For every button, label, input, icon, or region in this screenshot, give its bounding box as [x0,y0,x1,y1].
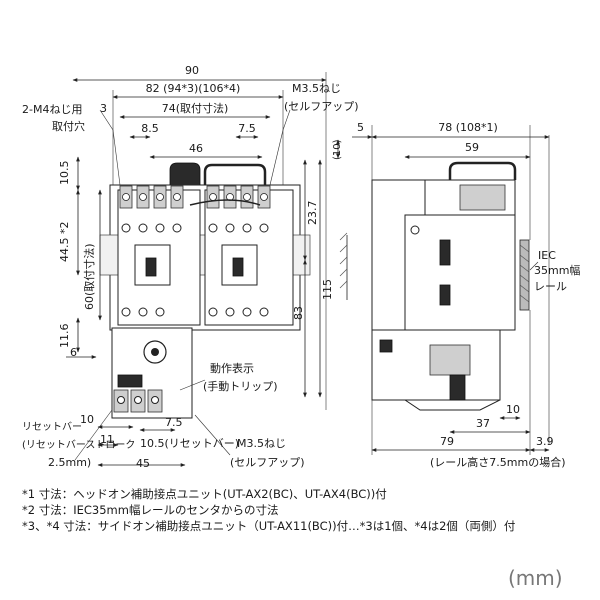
dim-10-5: 10.5 [58,161,71,186]
top-terminals [119,185,271,209]
dim-2-5: 2.5mm) [48,456,91,469]
dim-3-9: 3.9 [536,435,554,448]
mid-terminals [121,223,269,233]
side-dimension-labels: 78 (108*1) 59 5 10 37 79 3.9 (レール高さ7.5mm… [357,121,580,469]
dim-79: 79 [440,435,454,448]
dim-10-paren: (10) [332,139,343,160]
dim-10-side: 10 [506,403,520,416]
footnote-3: *3、*4 寸法：サイドオン補助接点ユニット（UT-AX11(BC))付…*3は… [22,519,515,533]
front-dimension-labels: 90 82 (94*3)(106*4) 3 74(取付寸法) 8.5 7.5 4… [22,64,359,470]
label-m4-screw-2: 取付穴 [52,119,85,133]
front-view [66,72,340,467]
dim-left-3: 3 [100,102,107,115]
dim-45: 45 [136,457,150,470]
label-rail-1: IEC [538,249,556,262]
interlock-wire-right [203,163,267,185]
dim-90: 90 [185,64,199,77]
label-action-2: (手動トリップ) [203,379,278,393]
dim-74: 74(取付寸法) [162,101,229,115]
dim-46: 46 [189,142,203,155]
dim-7-5-top: 7.5 [238,122,256,135]
dim-83: 83 [292,306,305,320]
footnote-1: *1 寸法：ヘッドオン補助接点ユニット(UT-AX2(BC)、UT-AX4(BC… [22,487,387,501]
dim-44-5: 44.5 *2 [58,222,71,263]
dim-10-bottom: 10 [80,413,94,426]
dim-11-6: 11.6 [58,324,71,349]
footnote-2: *2 寸法：IEC35mm幅レールのセンタからの寸法 [22,503,278,517]
dim-59: 59 [465,141,479,154]
dim-60: 60(取付寸法) [82,243,96,310]
lower-terminals [121,307,269,317]
dim-115: 115 [321,279,334,300]
label-m35-bottom-1: M3.5ねじ [237,437,286,450]
dim-11: 11 [100,433,114,446]
label-rail-3: レール [534,280,567,293]
dim-7-5-bottom: 7.5 [165,416,183,429]
label-action-1: 動作表示 [210,361,254,375]
din-rail-side [519,239,530,311]
label-m35-bottom-2: (セルフアップ) [230,456,305,469]
dim-37: 37 [476,417,490,430]
label-m4-screw-1: 2-M4ねじ用 [22,103,82,116]
interlock-wire-left [169,162,201,185]
dim-23-7: 23.7 [306,201,319,226]
dim-6: 6 [70,346,77,359]
dim-82: 82 (94*3)(106*4) [146,82,241,95]
dim-10-5-reset: 10.5(リセットバー) [140,437,239,450]
rail-height-note: (レール高さ7.5mmの場合) [430,455,566,469]
dim-78: 78 (108*1) [438,121,498,134]
dim-5: 5 [357,121,364,134]
label-m35-top-2: (セルフアップ) [284,100,359,113]
label-reset-2: (リセットバーストローク [22,439,135,451]
label-reset-1: リセットバー [22,421,82,433]
relay-terminals [113,389,163,413]
footnotes: *1 寸法：ヘッドオン補助接点ユニット(UT-AX2(BC)、UT-AX4(BC… [22,487,515,533]
dim-8-5: 8.5 [141,122,159,135]
unit-label: (mm) [508,566,563,590]
label-rail-2: 35mm幅 [534,264,580,277]
side-view [339,125,550,455]
label-m35-top-1: M3.5ねじ [292,82,341,95]
